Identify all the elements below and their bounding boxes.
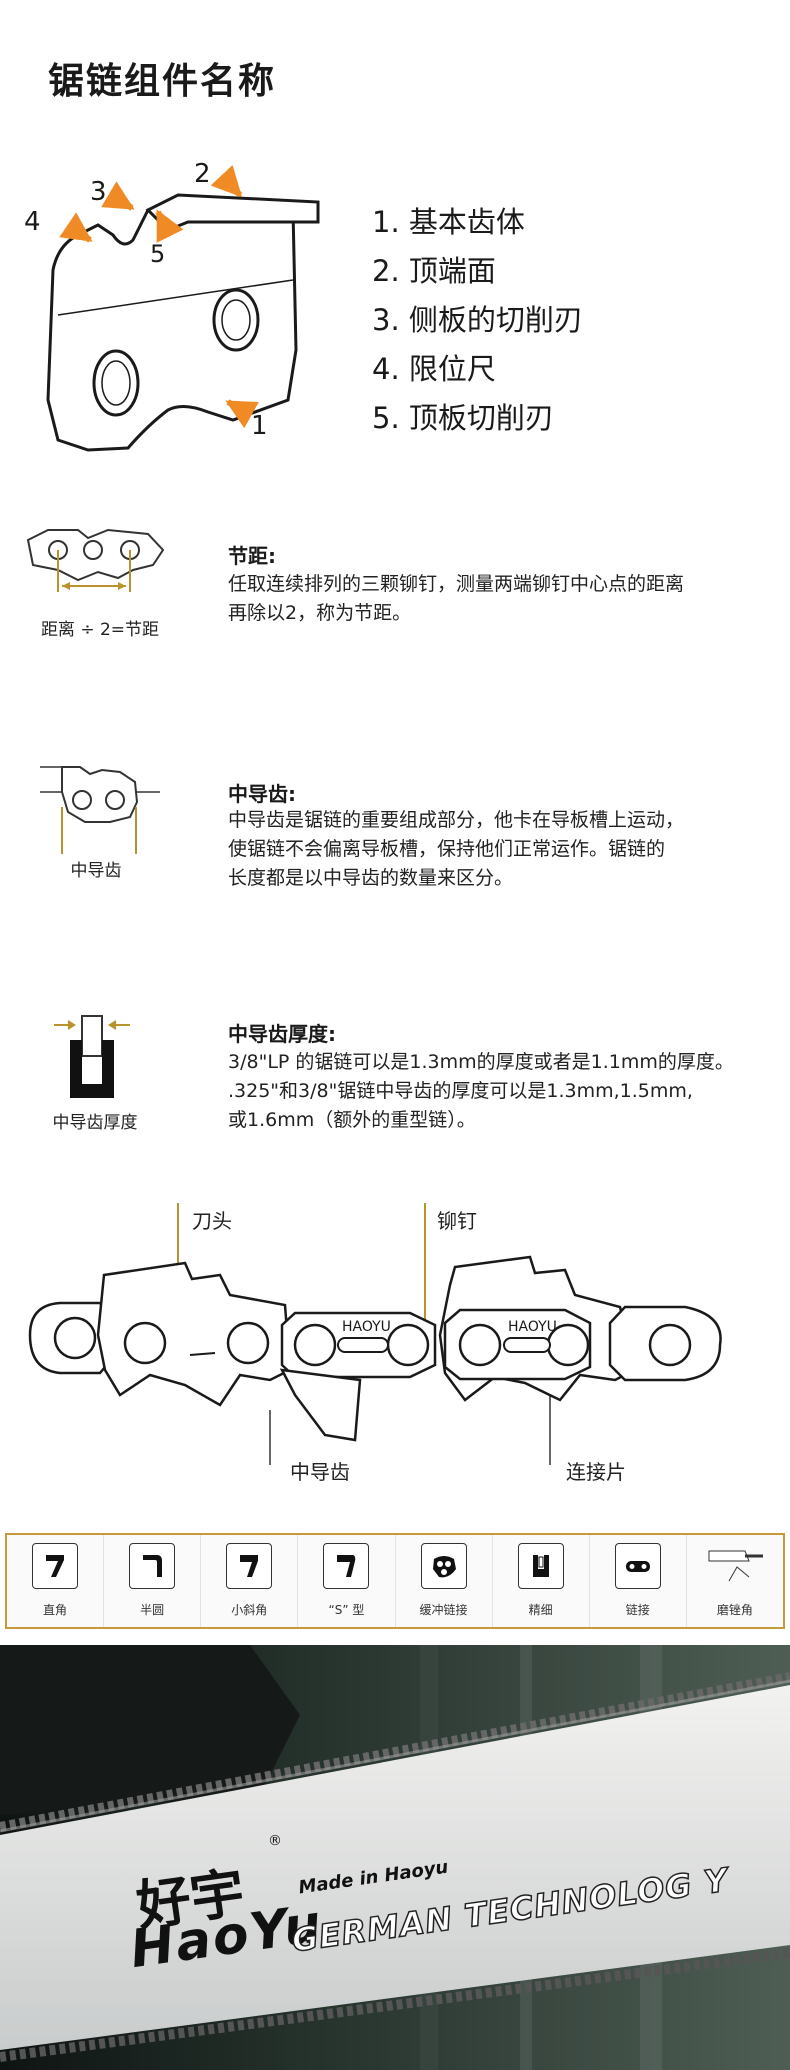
parts-legend: 1. 基本齿体 2. 顶端面 3. 侧板的切削刃 4. 限位尺 5. 顶板切削刃 [372, 198, 583, 443]
legend-item: 3. 侧板的切削刃 [372, 303, 583, 337]
chain-diagram: HAOYU HAOYU [20, 1195, 730, 1495]
legend-item: 1. 基本齿体 [372, 205, 525, 239]
link-icon [614, 1543, 661, 1589]
brand-registered: ® [268, 1833, 282, 1849]
cutter-anatomy-diagram: 4 3 2 5 1 [18, 150, 348, 470]
drive-link-caption: 中导齿 [70, 861, 122, 881]
legend-item: 2. 顶端面 [372, 254, 496, 288]
label-rivet: 铆钉 [437, 1209, 477, 1233]
page-title: 锯链组件名称 [48, 61, 277, 102]
gauge-body: 3/8"LP 的锯链可以是1.3mm的厚度或者是1.1mm的厚度。 .325"和… [228, 1051, 734, 1131]
legend-item: 4. 限位尺 [372, 352, 496, 386]
gauge-caption: 中导齿厚度 [52, 1113, 138, 1133]
label-drive-link: 中导齿 [290, 1460, 350, 1484]
chain-type-item: 直角 [7, 1535, 105, 1627]
tie-strap-stamp: HAOYU [342, 1319, 391, 1335]
drive-link-body: 中导齿是锯链的重要组成部分，他卡在导板槽上运动， 使锯链不会偏离导板槽，保持他们… [228, 809, 685, 889]
bumper-link-icon [420, 1543, 467, 1589]
gauge-heading: 中导齿厚度: [228, 1022, 336, 1046]
chain-type-item: 链接 [590, 1535, 687, 1627]
callout-3: 3 [90, 177, 107, 207]
chain-type-item: 小斜角 [201, 1535, 299, 1627]
label-tie-strap: 连接片 [566, 1460, 626, 1484]
chain-type-item: 磨锉角 [687, 1535, 783, 1627]
gauge-icon [52, 1010, 132, 1100]
chain-type-item: “S” 型 [298, 1535, 396, 1627]
pitch-heading: 节距: [228, 544, 276, 568]
file-angle-icon [705, 1543, 765, 1589]
callout-1: 1 [251, 411, 268, 441]
callout-5: 5 [150, 240, 165, 268]
square-chisel-icon [32, 1543, 79, 1589]
guide-bar [0, 1685, 790, 2050]
pitch-caption: 距离 ÷ 2=节距 [40, 620, 160, 640]
callout-4: 4 [24, 207, 41, 237]
chain-type-item: 半圆 [104, 1535, 202, 1627]
rivet-hole-left [92, 349, 140, 417]
product-photo: 好宇 ® HaoYu Made in Haoyu GERMAN TECHNOLO… [0, 1645, 790, 2070]
small-bevel-icon [226, 1543, 273, 1589]
drive-link-heading: 中导齿: [228, 782, 296, 806]
tie-strap-stamp: HAOYU [508, 1319, 557, 1335]
legend-item: 5. 顶板切削刃 [372, 401, 554, 435]
chain-type-item: 精细 [493, 1535, 590, 1627]
rivet-hole-right [212, 288, 260, 352]
pitch-icon [18, 520, 168, 600]
s-type-icon [323, 1543, 370, 1589]
pitch-body: 任取连续排列的三颗铆钉，测量两端铆钉中心点的距离 再除以2，称为节距。 [228, 573, 685, 624]
label-cutter: 刀头 [192, 1209, 232, 1233]
callout-2: 2 [194, 159, 211, 189]
drive-link-icon [40, 762, 160, 857]
fine-cut-icon [517, 1543, 564, 1589]
chain-type-item: 缓冲链接 [396, 1535, 493, 1627]
semi-chisel-icon [129, 1543, 176, 1589]
chain-type-strip: 直角 半圆 小斜角 “S” 型 缓冲链接 精细 链接 [5, 1533, 785, 1629]
